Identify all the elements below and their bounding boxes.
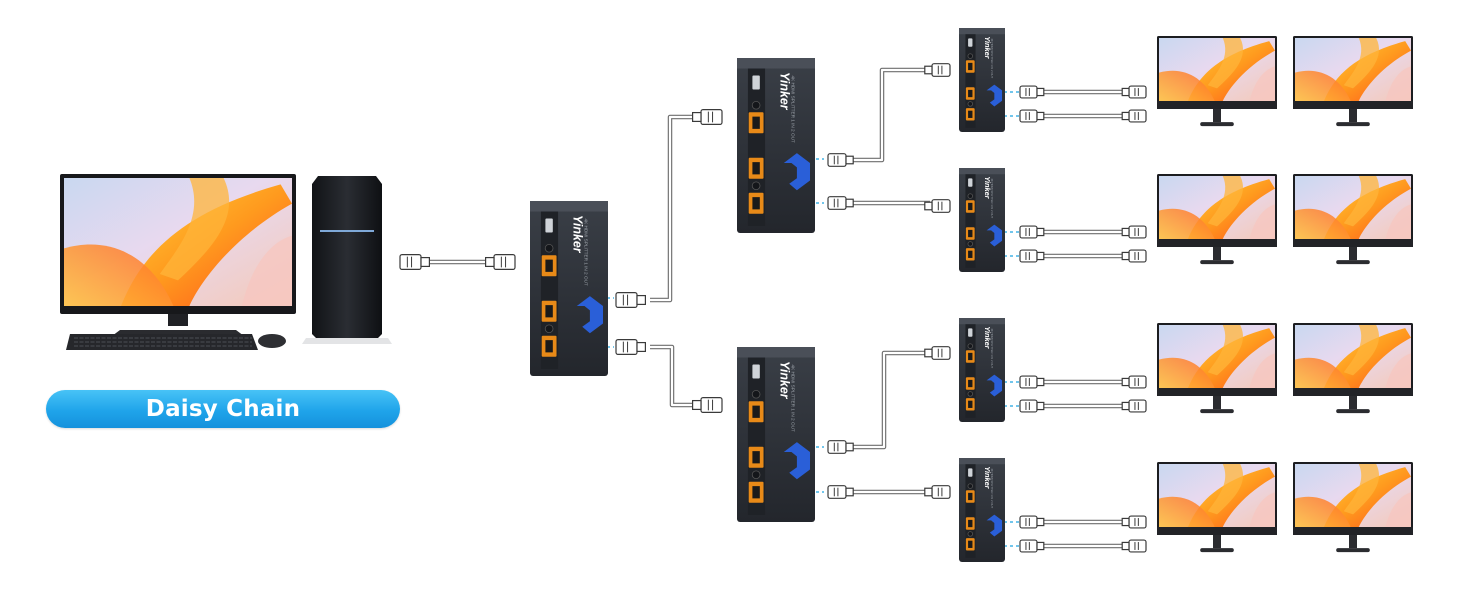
hdmi-plug-icon xyxy=(924,63,951,77)
hdmi-plug-icon xyxy=(1019,375,1045,389)
hdmi-plug-icon xyxy=(1121,225,1147,239)
hdmi-plug-icon xyxy=(1019,399,1045,413)
model-label: 4K HDMI SPLITTER 1 IN 2 OUT xyxy=(791,365,796,432)
hdmi-plug-icon xyxy=(399,254,430,270)
hdmi-plug-icon xyxy=(827,153,854,167)
splitter-logo-icon xyxy=(576,296,604,334)
splitter-logo-icon xyxy=(986,224,1003,247)
hdmi-plug-icon xyxy=(691,109,723,125)
brand-label: Yinker xyxy=(778,72,792,111)
splitter-logo-icon xyxy=(986,374,1003,397)
hdmi-plug-icon xyxy=(827,485,854,499)
monitor-icon xyxy=(1293,462,1413,553)
brand-label: Yinker xyxy=(983,326,992,349)
hdmi-cable xyxy=(850,67,930,163)
model-label: 4K HDMI SPLITTER 1 IN 2 OUT xyxy=(584,219,589,286)
hdmi-plug-icon xyxy=(1019,515,1045,529)
desktop-pc xyxy=(60,174,392,350)
hdmi-plug-icon xyxy=(485,254,516,270)
hdmi-plug-icon xyxy=(1019,249,1045,263)
daisy-chain-badge: Daisy Chain xyxy=(46,390,400,428)
hdmi-plug-icon xyxy=(924,199,951,213)
hdmi-plug-icon xyxy=(1121,109,1147,123)
monitor-icon xyxy=(1157,174,1277,265)
hdmi-plug-icon xyxy=(1121,539,1147,553)
hdmi-plug-icon xyxy=(615,292,646,308)
daisy-chain-label: Daisy Chain xyxy=(145,396,301,422)
hdmi-plug-icon xyxy=(827,440,854,454)
monitor-icon xyxy=(1293,36,1413,127)
brand-label: Yinker xyxy=(983,36,992,59)
model-label: 4K HDMI SPLITTER 1 IN 2 OUT xyxy=(791,76,796,143)
splitter-logo-icon xyxy=(783,153,811,191)
hdmi-plug-icon xyxy=(1121,249,1147,263)
monitor-icon xyxy=(1293,323,1413,414)
hdmi-plug-icon xyxy=(1019,225,1045,239)
hdmi-plug-icon xyxy=(827,196,854,210)
hdmi-cable xyxy=(850,350,930,450)
hdmi-plug-icon xyxy=(1121,399,1147,413)
model-label: 4K HDMI SPLITTER 1 IN 2 OUT xyxy=(990,468,994,508)
monitor-icon xyxy=(1293,174,1413,265)
monitor-icon xyxy=(1157,323,1277,414)
splitter-logo-icon xyxy=(783,442,811,480)
hdmi-plug-icon xyxy=(924,485,951,499)
hdmi-cable xyxy=(650,114,700,303)
splitter-logo-icon xyxy=(986,84,1003,107)
hdmi-plug-icon xyxy=(1121,515,1147,529)
hdmi-plug-icon xyxy=(1121,85,1147,99)
hdmi-plug-icon xyxy=(1121,375,1147,389)
hdmi-plug-icon xyxy=(615,339,646,355)
brand-label: Yinker xyxy=(983,466,992,489)
splitter-logo-icon xyxy=(986,514,1003,537)
model-label: 4K HDMI SPLITTER 1 IN 2 OUT xyxy=(990,328,994,368)
model-label: 4K HDMI SPLITTER 1 IN 2 OUT xyxy=(990,38,994,78)
hdmi-cable xyxy=(650,344,700,408)
brand-label: Yinker xyxy=(571,215,585,254)
pc-tower-icon xyxy=(312,176,382,340)
hdmi-plug-icon xyxy=(1019,539,1045,553)
brand-label: Yinker xyxy=(778,361,792,400)
hdmi-plug-icon xyxy=(1019,109,1045,123)
hdmi-plug-icon xyxy=(1019,85,1045,99)
hdmi-plug-icon xyxy=(924,346,951,360)
hdmi-plug-icon xyxy=(691,397,723,413)
model-label: 4K HDMI SPLITTER 1 IN 2 OUT xyxy=(990,178,994,218)
monitor-icon xyxy=(1157,462,1277,553)
mouse-icon xyxy=(258,334,286,348)
monitor-icon xyxy=(1157,36,1277,127)
brand-label: Yinker xyxy=(983,176,992,199)
